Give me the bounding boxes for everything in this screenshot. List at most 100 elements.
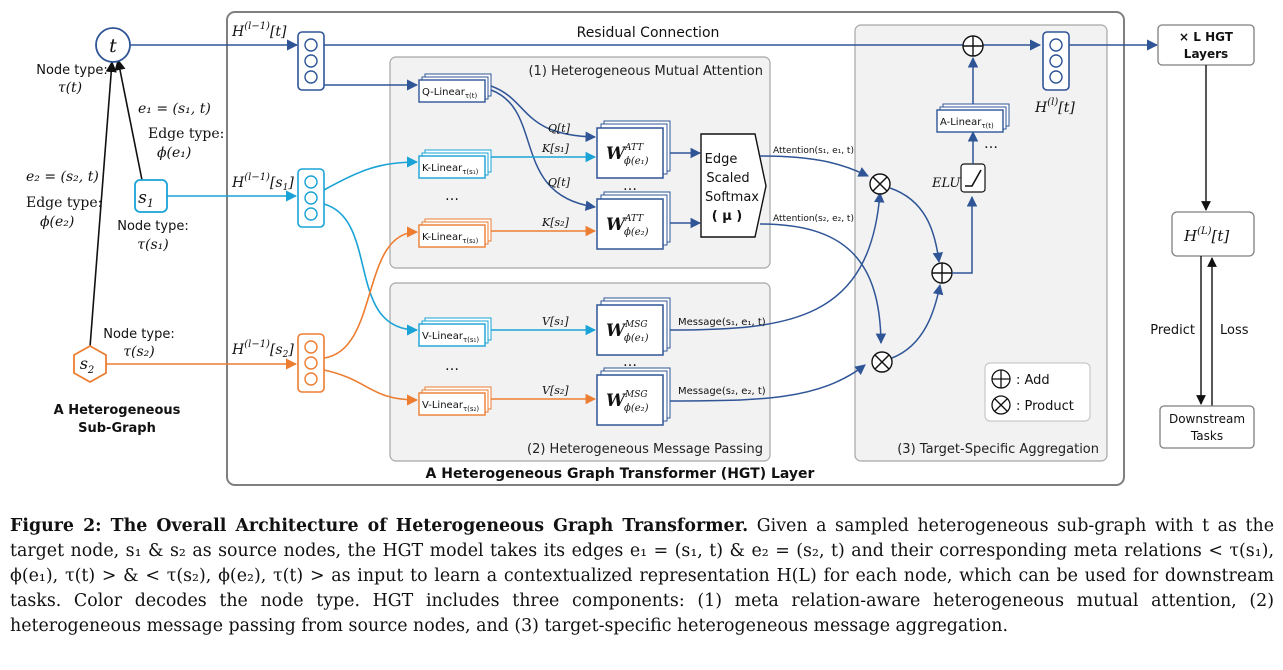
- k-linear-s1-label: K-Linear: [422, 163, 463, 174]
- a-linear-block: A-Linearτ(t): [936, 103, 1010, 133]
- svg-text:ϕ(e₁): ϕ(e₁): [624, 156, 649, 167]
- k-s1-label: K[s₁]: [541, 142, 570, 155]
- attention-output-1: [759, 155, 869, 177]
- layers-repeat-line2: Layers: [1184, 47, 1228, 61]
- svg-text:ϕ(e₂): ϕ(e₂): [624, 403, 649, 414]
- attention-panel: [389, 56, 771, 269]
- v-linear-s1-label: V-Linear: [422, 331, 464, 342]
- k-linear-s2-sub: τ(s₂): [462, 237, 478, 245]
- node-type-s2-value: τ(s₂): [123, 344, 154, 360]
- message-panel-title: (2) Heterogeneous Message Passing: [527, 442, 763, 457]
- product-op-2: [871, 351, 893, 373]
- edge-type-e1-value: ϕ(e₁): [157, 145, 191, 161]
- layers-repeat-line1: × L HGT: [1179, 30, 1234, 44]
- svg-text:V-Linearτ(s₂): V-Linearτ(s₂): [422, 400, 479, 413]
- attention-output-2: [759, 223, 887, 345]
- add-legend-icon: [991, 369, 1011, 389]
- downstream-line2: Tasks: [1190, 429, 1223, 443]
- product2-to-add: [891, 283, 944, 359]
- predict-label: Predict: [1150, 323, 1195, 338]
- svg-text:Q-Linearτ(t): Q-Linearτ(t): [422, 87, 478, 100]
- w-att-ellipsis: …: [623, 178, 637, 194]
- s2-to-k-linear: [323, 226, 419, 359]
- svg-text:K-Linearτ(s₁): K-Linearτ(s₁): [422, 163, 479, 176]
- message-output-2-label: Message(s₂, e₂, t): [678, 386, 766, 397]
- node-type-t-label: Node type:: [36, 63, 107, 78]
- caption-body: Given a sampled heterogeneous sub-graph …: [10, 516, 1274, 636]
- svg-text:s2: s2: [80, 354, 95, 376]
- v-linear-s2-label: V-Linear: [422, 400, 464, 411]
- target-node-label: t: [109, 35, 117, 57]
- svg-text:W: W: [606, 215, 627, 235]
- softmax-line4: ( μ ): [712, 209, 743, 224]
- hidden-vector-s2: [297, 333, 325, 393]
- svg-text:ATT: ATT: [624, 143, 644, 153]
- edge-type-e1-label: Edge type:: [148, 126, 224, 142]
- w-att-e2-matrix: W ATT ϕ(e₂): [596, 191, 671, 250]
- add-op-residual: [962, 35, 984, 57]
- figure-caption: Figure 2: The Overall Architecture of He…: [10, 514, 1274, 639]
- softmax-line2: Scaled: [706, 171, 749, 186]
- attention-ellipsis-left: …: [445, 188, 459, 204]
- q-t-label-2: Q[t]: [548, 176, 571, 189]
- source-node-s1-label: s: [138, 188, 147, 208]
- subgraph-title-line2: Sub-Graph: [78, 421, 156, 436]
- v-s2-label: V[s₂]: [542, 384, 569, 397]
- hgt-architecture-diagram: A Heterogeneous Graph Transformer (HGT) …: [26, 11, 1255, 486]
- attention-panel-title: (1) Heterogeneous Mutual Attention: [528, 64, 763, 79]
- edge-type-e2-label: Edge type:: [26, 195, 102, 211]
- subgraph-title-line1: A Heterogeneous: [54, 403, 181, 418]
- message-output-1: [669, 191, 885, 331]
- svg-text:W: W: [606, 391, 627, 411]
- node-type-s2-label: Node type:: [103, 327, 174, 342]
- svg-text:ϕ(e₁): ϕ(e₁): [624, 333, 649, 344]
- aggregation-panel-title: (3) Target-Specific Aggregation: [897, 442, 1099, 457]
- hidden-vector-t: [297, 31, 325, 91]
- s2-to-v-linear: [323, 369, 419, 406]
- hidden-vector-output: [1042, 31, 1070, 91]
- hidden-vector-s1: [297, 168, 325, 228]
- product-op-1: [869, 173, 891, 195]
- v-s1-label: V[s₁]: [542, 315, 569, 328]
- w-msg-e1-matrix: W MSG ϕ(e₁): [596, 297, 671, 356]
- q-linear-label: Q-Linear: [422, 87, 466, 98]
- add-legend-label: : Add: [1016, 373, 1050, 388]
- caption-title: Figure 2: The Overall Architecture of He…: [10, 516, 749, 536]
- edge-e1-definition: e₁ = (s₁, t): [138, 101, 211, 117]
- downstream-tasks-box: [1159, 405, 1255, 449]
- product1-to-add: [889, 187, 944, 264]
- svg-text:MSG: MSG: [624, 320, 648, 330]
- q-linear-sub: τ(t): [465, 92, 478, 100]
- loss-label: Loss: [1220, 323, 1249, 338]
- k-linear-s2-label: K-Linear: [422, 232, 463, 243]
- s1-to-k-linear: [323, 156, 419, 191]
- w-msg-ellipsis: …: [623, 354, 637, 370]
- message-output-2: [669, 364, 866, 402]
- node-type-s1-label: Node type:: [117, 219, 188, 234]
- s1-to-v-linear: [323, 203, 419, 336]
- final-representation-box: [1171, 211, 1255, 257]
- source-node-s2-label: s: [80, 354, 88, 373]
- q-to-w-att1: [490, 85, 597, 142]
- add-to-elu: [952, 195, 978, 274]
- k-s2-label: K[s₂]: [541, 216, 570, 229]
- downstream-line1: Downstream: [1169, 412, 1245, 426]
- w-msg-e2-matrix: W MSG ϕ(e₂): [596, 367, 671, 426]
- hgt-layer-title: A Heterogeneous Graph Transformer (HGT) …: [426, 466, 815, 482]
- v-linear-s1-sub: τ(s₁): [463, 336, 479, 344]
- v-linear-s1-block: V-Linearτ(s₁): [418, 317, 492, 347]
- message-ellipsis-left: …: [445, 358, 459, 374]
- q-linear-block: Q-Linearτ(t): [418, 73, 492, 103]
- svg-text:V-Linearτ(s₁): V-Linearτ(s₁): [422, 331, 479, 344]
- product-legend-label: : Product: [1016, 399, 1074, 414]
- svg-text:ATT: ATT: [624, 214, 644, 224]
- aggregation-panel: [854, 24, 1108, 462]
- operator-legend: [984, 362, 1091, 422]
- hidden-output-label: H(l)[t]: [1034, 97, 1075, 116]
- node-type-t-value: τ(t): [58, 80, 82, 96]
- k-linear-s1-sub: τ(s₁): [462, 168, 478, 176]
- q-to-w-att2: [490, 89, 597, 211]
- edge-s2-t: [89, 60, 117, 348]
- attention-output-2-label: Attention(s₂, e₂, t): [773, 214, 854, 224]
- edge-type-e2-value: ϕ(e₂): [40, 214, 74, 230]
